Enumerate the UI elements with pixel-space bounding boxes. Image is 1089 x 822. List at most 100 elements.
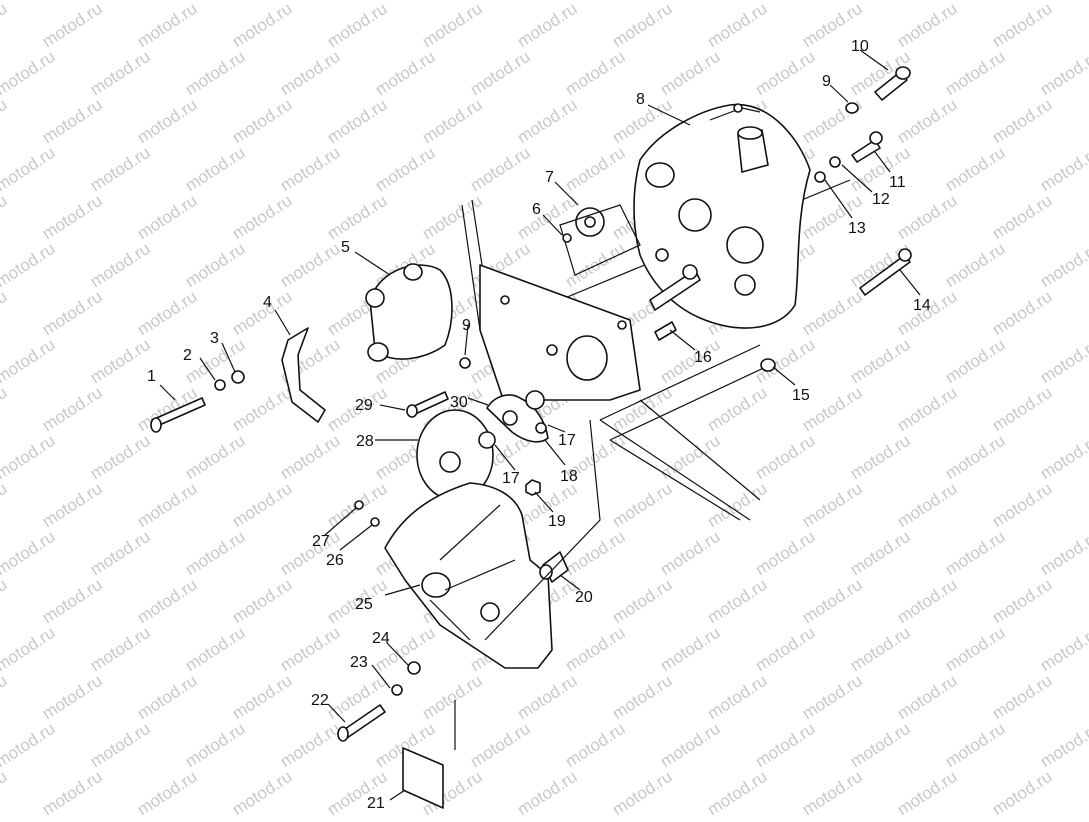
watermark-text: motod.ru xyxy=(324,0,391,51)
watermark-text: motod.ru xyxy=(182,239,249,291)
cover-part xyxy=(384,482,553,669)
bracket-part xyxy=(281,327,326,423)
watermark-text: motod.ru xyxy=(989,671,1056,723)
watermark-text: motod.ru xyxy=(0,239,58,291)
watermark-text: motod.ru xyxy=(0,623,58,675)
watermark-text: motod.ru xyxy=(467,47,534,99)
watermark-text: motod.ru xyxy=(39,191,106,243)
watermark-text: motod.ru xyxy=(894,383,961,435)
watermark-text: motod.ru xyxy=(847,527,914,579)
watermark-text: motod.ru xyxy=(134,287,201,339)
watermark-text: motod.ru xyxy=(39,671,106,723)
watermark-text: motod.ru xyxy=(419,191,486,243)
watermark-text: motod.ru xyxy=(1037,47,1089,99)
plate-part xyxy=(486,390,549,443)
watermark-text: motod.ru xyxy=(134,671,201,723)
watermark-text: motod.ru xyxy=(799,95,866,147)
watermark-text: motod.ru xyxy=(799,767,866,817)
watermark-text: motod.ru xyxy=(657,47,724,99)
callout-3: 3 xyxy=(210,330,219,347)
watermark-text: motod.ru xyxy=(514,671,581,723)
watermark-text: motod.ru xyxy=(229,0,296,51)
watermark-text: motod.ru xyxy=(182,527,249,579)
watermark-text: motod.ru xyxy=(847,335,914,387)
watermark-text: motod.ru xyxy=(0,287,10,339)
watermark-text: motod.ru xyxy=(229,95,296,147)
watermark-text: motod.ru xyxy=(182,623,249,675)
callout-5: 5 xyxy=(341,239,350,256)
watermark-text: motod.ru xyxy=(467,143,534,195)
watermark-text: motod.ru xyxy=(989,0,1056,51)
watermark-text: motod.ru xyxy=(1037,431,1089,483)
watermark-text: motod.ru xyxy=(562,527,629,579)
watermark-text: motod.ru xyxy=(657,719,724,771)
watermark-text: motod.ru xyxy=(657,335,724,387)
callout-8: 8 xyxy=(636,91,645,108)
watermark-text: motod.ru xyxy=(324,191,391,243)
watermark-text: motod.ru xyxy=(942,143,1009,195)
watermark-text: motod.ru xyxy=(419,671,486,723)
watermark-text: motod.ru xyxy=(372,143,439,195)
callout-15: 15 xyxy=(792,387,810,404)
bolts xyxy=(150,66,912,742)
watermark-text: motod.ru xyxy=(989,287,1056,339)
watermark-text: motod.ru xyxy=(1037,143,1089,195)
watermark-text: motod.ru xyxy=(562,143,629,195)
watermark-text: motod.ru xyxy=(989,479,1056,531)
watermark-text: motod.ru xyxy=(894,479,961,531)
callout-28: 28 xyxy=(356,433,374,450)
callout-7: 7 xyxy=(545,169,554,186)
watermark-text: motod.ru xyxy=(847,431,914,483)
callout-2: 2 xyxy=(183,347,192,364)
watermark-text: motod.ru xyxy=(0,431,58,483)
watermark-text: motod.ru xyxy=(562,47,629,99)
watermark-text: motod.ru xyxy=(182,431,249,483)
watermark-text: motod.ru xyxy=(609,479,676,531)
watermark-text: motod.ru xyxy=(657,527,724,579)
watermark-text: motod.ru xyxy=(752,431,819,483)
watermark-text: motod.ru xyxy=(39,0,106,51)
watermark-text: motod.ru xyxy=(657,623,724,675)
watermark-text: motod.ru xyxy=(0,671,10,723)
housing-part xyxy=(365,263,453,362)
watermark-text: motod.ru xyxy=(277,47,344,99)
watermark-text: motod.ru xyxy=(87,719,154,771)
callout-14: 14 xyxy=(913,297,931,314)
watermark-text: motod.ru xyxy=(0,47,58,99)
watermark-text: motod.ru xyxy=(894,0,961,51)
watermark-text: motod.ru xyxy=(609,671,676,723)
watermark-text: motod.ru xyxy=(0,527,58,579)
watermark-text: motod.ru xyxy=(87,623,154,675)
watermark-text: motod.ru xyxy=(324,95,391,147)
watermark-text: motod.ru xyxy=(847,623,914,675)
callout-10: 10 xyxy=(851,38,869,55)
callout-1: 1 xyxy=(147,368,156,385)
watermark-text: motod.ru xyxy=(134,575,201,627)
watermark-text: motod.ru xyxy=(989,575,1056,627)
watermark-text: motod.ru xyxy=(704,671,771,723)
watermark-text: motod.ru xyxy=(0,335,58,387)
watermark-text: motod.ru xyxy=(39,479,106,531)
callout-20: 20 xyxy=(575,589,593,606)
callout-16: 16 xyxy=(694,349,712,366)
watermark-text: motod.ru xyxy=(704,0,771,51)
callout-19: 19 xyxy=(548,513,566,530)
watermark-text: motod.ru xyxy=(182,719,249,771)
watermark-text: motod.ru xyxy=(0,767,10,817)
watermark-text: motod.ru xyxy=(134,0,201,51)
watermark-text: motod.ru xyxy=(562,719,629,771)
watermark-text: motod.ru xyxy=(799,479,866,531)
watermark-text: motod.ru xyxy=(419,0,486,51)
watermark-text: motod.ru xyxy=(704,575,771,627)
callout-23: 23 xyxy=(350,654,368,671)
watermark-text: motod.ru xyxy=(87,527,154,579)
watermark-text: motod.ru xyxy=(704,767,771,817)
watermark-text: motod.ru xyxy=(1037,239,1089,291)
watermark-text: motod.ru xyxy=(752,527,819,579)
mounting-plate xyxy=(479,264,641,421)
watermark-text: motod.ru xyxy=(1037,719,1089,771)
watermark-text: motod.ru xyxy=(514,0,581,51)
watermark-text: motod.ru xyxy=(989,95,1056,147)
watermark-text: motod.ru xyxy=(87,239,154,291)
